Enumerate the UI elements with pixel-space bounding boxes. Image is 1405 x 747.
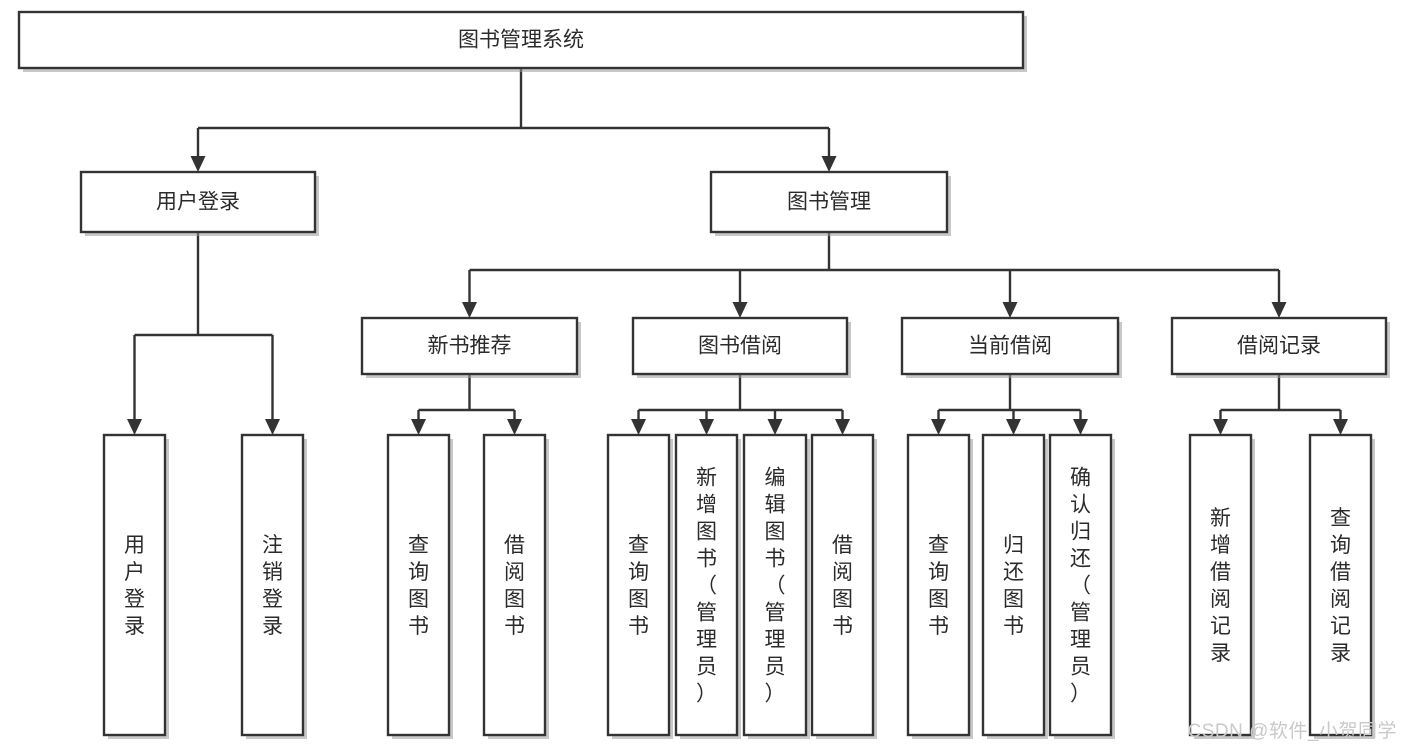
node-leaf-book_borrow-1[interactable]: 新增图书（管理员）	[674, 433, 741, 739]
node-leaf-borrow_record-1[interactable]: 查询借阅记录	[1308, 433, 1375, 739]
node-level2-0-box[interactable]	[79, 170, 317, 234]
arrow-head-icon	[732, 302, 748, 318]
arrow-head-icon	[821, 156, 837, 172]
arrow-head-icon	[931, 419, 946, 435]
node-level3-1-box[interactable]	[631, 316, 849, 376]
node-level2-1-label: 图书管理	[787, 191, 871, 214]
node-root-book-management-system-label: 图书管理系统	[458, 29, 584, 52]
node-leaf-current_borrow-1-label: 归还图书	[1003, 534, 1024, 638]
node-leaf-borrow_record-0-label: 新增借阅记录	[1210, 507, 1231, 665]
node-leaf-book_borrow-2[interactable]: 编辑图书（管理员）	[742, 433, 810, 739]
node-leaf-book_borrow-3-box[interactable]	[810, 433, 875, 737]
node-leaf-current_borrow-2-box[interactable]	[1048, 433, 1113, 737]
arrow-head-icon	[411, 419, 426, 435]
node-leaf-current_borrow-0[interactable]: 查询图书	[906, 433, 973, 739]
arrow-head-icon	[1213, 419, 1228, 435]
node-level3-3-label: 借阅记录	[1237, 335, 1321, 358]
node-leaf-book_borrow-0-box[interactable]	[606, 433, 671, 737]
arrow-head-icon	[507, 419, 522, 435]
node-level3-2-box[interactable]	[900, 316, 1120, 376]
node-level3-0-box[interactable]	[360, 316, 579, 376]
node-leaf-user_login-0-label: 用户登录	[124, 534, 145, 638]
node-level2-1-box[interactable]	[709, 170, 949, 234]
node-leaf-new_book_recommend-0-box[interactable]	[386, 433, 451, 737]
node-leaf-user_login-1-label: 注销登录	[262, 534, 283, 638]
arrow-head-icon	[1006, 419, 1021, 435]
node-leaf-borrow_record-1-box[interactable]	[1308, 433, 1373, 737]
node-level3-0-label: 新书推荐	[428, 335, 512, 358]
node-level3-3[interactable]: 借阅记录	[1170, 316, 1390, 378]
node-leaf-borrow_record-0-box[interactable]	[1188, 433, 1253, 737]
node-leaf-new_book_recommend-1-label: 借阅图书	[504, 534, 525, 638]
node-leaf-user_login-0[interactable]: 用户登录	[102, 433, 169, 739]
arrow-head-icon	[699, 419, 714, 435]
arrow-head-icon	[190, 156, 206, 172]
arrow-head-icon	[835, 419, 850, 435]
node-level3-3-box[interactable]	[1170, 316, 1388, 376]
arrow-head-icon	[767, 419, 783, 435]
node-level3-2[interactable]: 当前借阅	[900, 316, 1122, 378]
node-level2-0[interactable]: 用户登录	[79, 170, 319, 236]
node-level3-1-label: 图书借阅	[698, 335, 782, 358]
arrow-head-icon	[1271, 302, 1287, 318]
node-level3-1[interactable]: 图书借阅	[631, 316, 851, 378]
node-leaf-current_borrow-2[interactable]: 确认归还（管理员）	[1048, 433, 1115, 739]
node-leaf-current_borrow-1-box[interactable]	[981, 433, 1046, 737]
node-leaf-current_borrow-2-label: 确认归还（管理员）	[1070, 467, 1091, 706]
node-leaf-book_borrow-2-box[interactable]	[742, 433, 808, 737]
node-leaf-new_book_recommend-0[interactable]: 查询图书	[386, 433, 453, 739]
node-leaf-book_borrow-3-label: 借阅图书	[832, 534, 853, 638]
node-leaf-book_borrow-0-label: 查询图书	[628, 534, 649, 638]
node-leaf-user_login-1-box[interactable]	[240, 433, 305, 737]
node-leaf-current_borrow-0-box[interactable]	[906, 433, 971, 737]
node-level3-0[interactable]: 新书推荐	[360, 316, 581, 378]
connector-layer	[127, 68, 1348, 435]
node-leaf-borrow_record-1-label: 查询借阅记录	[1330, 507, 1351, 665]
node-leaf-current_borrow-1[interactable]: 归还图书	[981, 433, 1048, 739]
arrow-head-icon	[1002, 302, 1018, 318]
arrow-head-icon	[462, 302, 477, 318]
csdn-watermark: CSDN @软件_小贺同学	[1187, 721, 1397, 742]
node-leaf-borrow_record-0[interactable]: 新增借阅记录	[1188, 433, 1255, 739]
arrow-head-icon	[265, 419, 280, 435]
node-leaf-book_borrow-0[interactable]: 查询图书	[606, 433, 673, 739]
node-level3-2-label: 当前借阅	[968, 335, 1052, 358]
node-leaf-user_login-1[interactable]: 注销登录	[240, 433, 307, 739]
arrow-head-icon	[631, 419, 646, 435]
node-level2-1[interactable]: 图书管理	[709, 170, 951, 236]
node-leaf-new_book_recommend-1-box[interactable]	[482, 433, 547, 737]
arrow-head-icon	[1073, 419, 1088, 435]
node-leaf-book_borrow-3[interactable]: 借阅图书	[810, 433, 877, 739]
node-leaf-new_book_recommend-1[interactable]: 借阅图书	[482, 433, 549, 739]
node-leaf-book_borrow-1-label: 新增图书（管理员）	[696, 467, 717, 706]
node-root-book-management-system[interactable]: 图书管理系统	[17, 10, 1027, 72]
node-layer: 图书管理系统用户登录图书管理新书推荐图书借阅当前借阅借阅记录用户登录注销登录查询…	[17, 10, 1390, 739]
node-level2-0-label: 用户登录	[156, 191, 240, 214]
arrow-head-icon	[1333, 419, 1348, 435]
node-leaf-book_borrow-2-label: 编辑图书（管理员）	[765, 467, 786, 706]
arrow-head-icon	[127, 419, 142, 435]
node-leaf-book_borrow-1-box[interactable]	[674, 433, 739, 737]
node-leaf-new_book_recommend-0-label: 查询图书	[408, 534, 429, 638]
node-leaf-user_login-0-box[interactable]	[102, 433, 167, 737]
node-root-book-management-system-box[interactable]	[17, 10, 1025, 70]
node-leaf-current_borrow-0-label: 查询图书	[928, 534, 949, 638]
